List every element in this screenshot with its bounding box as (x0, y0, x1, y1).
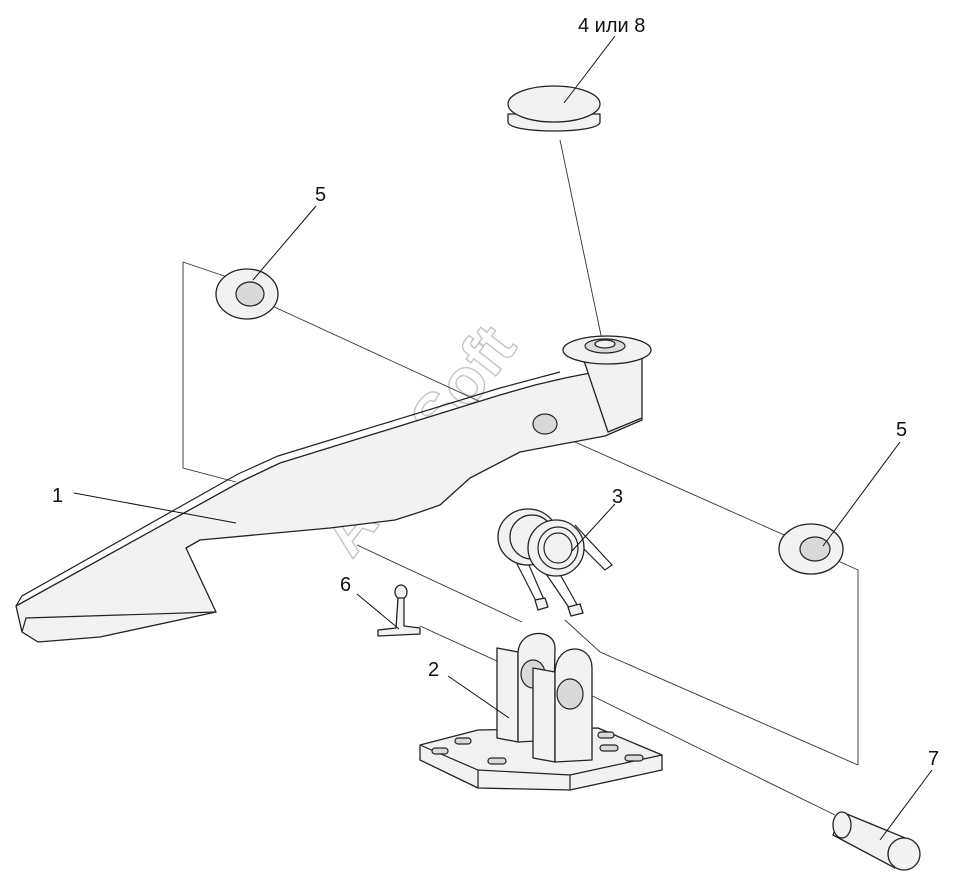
label-part-3: 3 (612, 486, 623, 508)
label-part-1: 1 (52, 485, 63, 507)
washer-right (778, 523, 844, 575)
cotter-pin (377, 584, 421, 637)
label-part-4-8: 4 или 8 (578, 15, 645, 37)
washer-left (215, 268, 279, 320)
torsion-spring (497, 508, 613, 617)
label-part-5-right: 5 (896, 419, 907, 441)
label-part-5-left: 5 (315, 184, 326, 206)
leader-lines (73, 35, 933, 841)
label-part-2: 2 (428, 659, 439, 681)
label-part-7: 7 (928, 748, 939, 770)
axle-pin (832, 811, 921, 871)
callouts: 1 2 3 4 или 8 5 5 6 7 (52, 15, 939, 770)
label-part-6: 6 (340, 574, 351, 596)
pedal-lever (15, 335, 652, 643)
mounting-bracket (419, 632, 663, 791)
assembly-lines (182, 139, 859, 816)
pedal-pad (507, 85, 601, 132)
